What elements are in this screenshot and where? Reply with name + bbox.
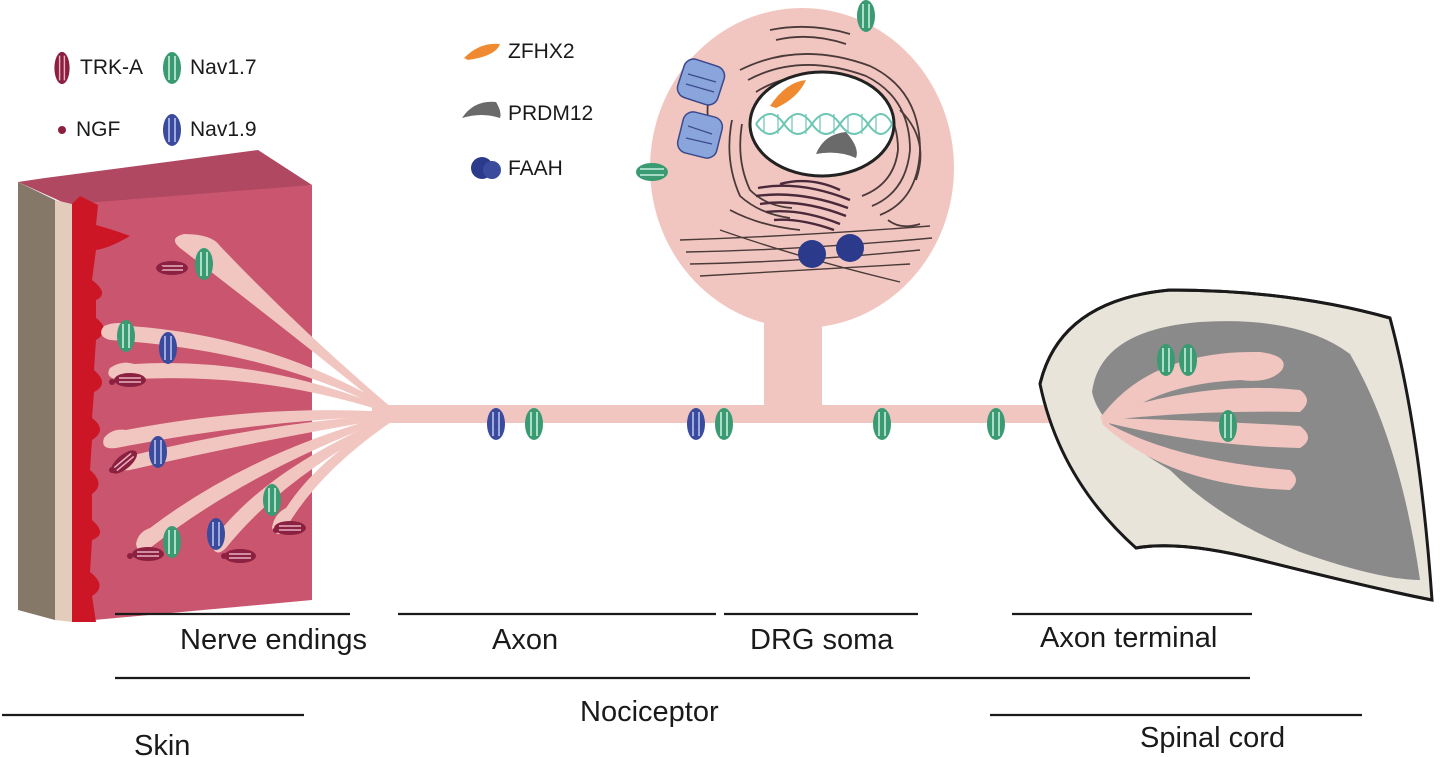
mitochondria	[676, 58, 726, 159]
faah-enzyme-in-soma	[798, 240, 826, 268]
ngf-molecule	[221, 553, 227, 559]
dna-helix	[755, 113, 893, 135]
skin-label: Skin	[134, 730, 191, 757]
trka-receptor	[131, 546, 165, 562]
trka-receptor	[273, 520, 307, 536]
zfhx2-legend-label: ZFHX2	[508, 40, 575, 63]
nerve-branch	[174, 234, 392, 412]
zfhx2-protein-in-nucleus	[770, 80, 806, 108]
ngf-molecule	[109, 379, 115, 385]
nav17-channel-axon	[714, 407, 734, 441]
axon-terminal-label: Axon terminal	[1040, 622, 1218, 654]
ngf-legend-label: NGF	[76, 118, 121, 141]
nav19-legend-icon	[162, 113, 182, 147]
skin-dermal-edge	[72, 196, 130, 622]
ngf-molecule	[157, 265, 163, 271]
skin-block-top	[18, 150, 312, 210]
nav17-legend-label: Nav1.7	[190, 56, 257, 79]
nav17-channel-soma	[856, 0, 876, 33]
faah-enzyme-in-soma	[836, 234, 864, 262]
nerve-branch	[108, 362, 392, 414]
spinal-cord	[1038, 288, 1434, 602]
nav19-channel-axon	[486, 407, 506, 441]
nucleus	[748, 70, 896, 178]
nav19-channel	[158, 331, 178, 365]
ngf-molecule	[273, 527, 279, 533]
nav17-channel-soma	[635, 162, 669, 182]
ngf-molecule	[127, 553, 133, 559]
nav17-channel	[116, 319, 136, 353]
region-lines	[2, 612, 1362, 717]
prdm12-legend-label: PRDM12	[508, 102, 594, 125]
nav17-channel	[262, 483, 282, 517]
drg-soma-cell	[635, 0, 954, 328]
prdm12-protein-in-nucleus	[816, 132, 857, 158]
trka-legend-icon	[54, 51, 70, 85]
nerve-branch	[117, 414, 392, 471]
ion-channels	[106, 247, 1238, 564]
faah-legend-icon	[471, 157, 501, 179]
ngf-molecule	[109, 467, 115, 473]
nav17-channel-axon	[986, 407, 1006, 441]
golgi-apparatus	[755, 179, 851, 232]
trka-receptor	[223, 548, 257, 564]
spinal-cord-label: Spinal cord	[1140, 722, 1286, 754]
nav17-channel	[162, 525, 182, 559]
nav19-channel	[148, 435, 168, 469]
skin-outer-layer	[18, 182, 55, 620]
nav17-channel	[194, 247, 214, 281]
prdm12-legend-icon	[462, 101, 501, 118]
drg-soma-label: DRG soma	[750, 624, 894, 656]
zfhx2-legend-icon	[464, 43, 500, 60]
axon-label: Axon	[492, 624, 559, 656]
nav19-legend-label: Nav1.9	[190, 118, 257, 141]
ngf-legend-icon	[58, 126, 66, 134]
skin-inner-layer	[55, 200, 72, 622]
nav17-legend-icon	[162, 51, 182, 85]
nav19-channel-axon	[686, 407, 706, 441]
axon-terminal	[1100, 351, 1308, 490]
nerve-branch	[103, 410, 392, 449]
trka-receptor	[113, 372, 147, 388]
nav17-channel-axon	[524, 407, 544, 441]
nerve-endings-label: Nerve endings	[180, 624, 367, 656]
nav19-channel	[206, 517, 226, 551]
nav17-channel-terminal	[1156, 343, 1176, 377]
nociceptor-label: Nociceptor	[580, 696, 719, 728]
faah-legend-label: FAAH	[508, 157, 563, 180]
nav17-channel-terminal	[1218, 409, 1238, 443]
nav17-channel-terminal	[1178, 343, 1198, 377]
trka-legend-label: TRK-A	[80, 56, 143, 79]
legend-icons	[54, 43, 501, 179]
nav17-channel-axon	[872, 407, 892, 441]
